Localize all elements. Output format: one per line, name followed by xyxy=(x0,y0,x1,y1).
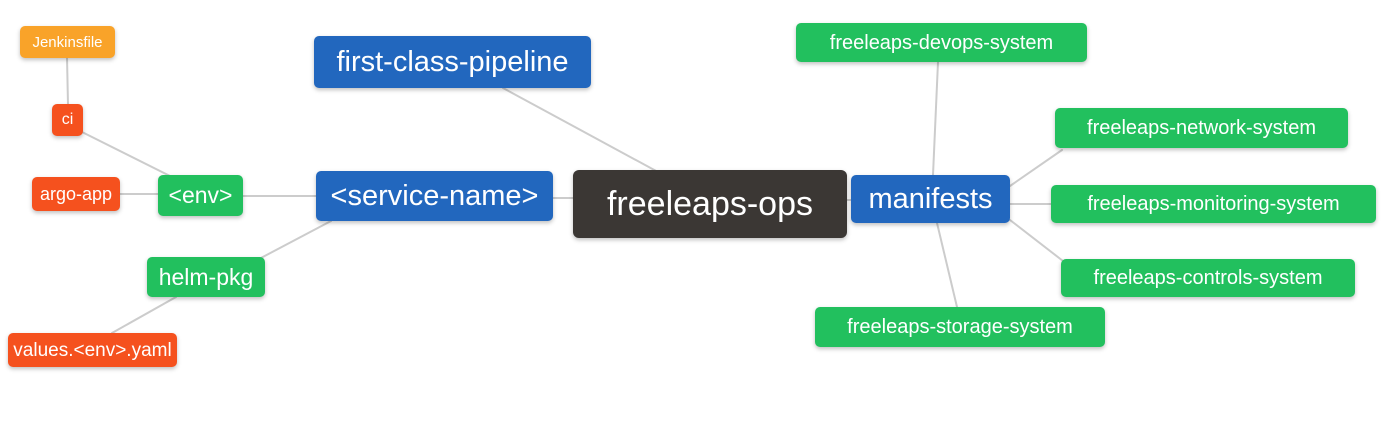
node-ci[interactable]: ci xyxy=(52,104,83,136)
node-freeleaps-monitoring-system[interactable]: freeleaps-monitoring-system xyxy=(1051,185,1376,223)
node-freeleaps-monitoring-system-label: freeleaps-monitoring-system xyxy=(1087,193,1340,215)
node-ci-label: ci xyxy=(61,111,74,128)
node-freeleaps-network-system[interactable]: freeleaps-network-system xyxy=(1055,108,1348,148)
edge-manifests-devops xyxy=(932,61,939,176)
edge-service-name-helm-pkg xyxy=(258,220,332,260)
node-freeleaps-storage-system-label: freeleaps-storage-system xyxy=(847,316,1073,338)
node-helm-pkg[interactable]: helm-pkg xyxy=(147,257,265,297)
edge-jenkinsfile-ci xyxy=(66,56,69,106)
node-jenkinsfile[interactable]: Jenkinsfile xyxy=(20,26,115,58)
node-env-label: <env> xyxy=(168,182,233,208)
edge-manifests-storage xyxy=(936,222,958,308)
node-freeleaps-devops-system[interactable]: freeleaps-devops-system xyxy=(796,23,1087,62)
node-first-class-pipeline-label: first-class-pipeline xyxy=(336,45,569,78)
node-service-name-label: <service-name> xyxy=(330,179,539,212)
node-manifests-label: manifests xyxy=(868,182,993,215)
node-first-class-pipeline[interactable]: first-class-pipeline xyxy=(314,36,591,88)
node-service-name[interactable]: <service-name> xyxy=(316,171,553,221)
node-freeleaps-controls-system[interactable]: freeleaps-controls-system xyxy=(1061,259,1355,297)
node-values-env-yaml[interactable]: values.<env>.yaml xyxy=(8,333,177,367)
node-freeleaps-devops-system-label: freeleaps-devops-system xyxy=(829,31,1054,54)
node-env[interactable]: <env> xyxy=(158,175,243,216)
node-argo-app-label: argo-app xyxy=(39,184,113,204)
node-freeleaps-ops[interactable]: freeleaps-ops xyxy=(573,170,847,238)
node-freeleaps-storage-system[interactable]: freeleaps-storage-system xyxy=(815,307,1105,347)
edge-manifests-controls xyxy=(1009,219,1064,262)
node-freeleaps-network-system-label: freeleaps-network-system xyxy=(1087,117,1316,139)
edge-pipeline-freeleaps-ops xyxy=(502,87,659,173)
node-values-env-yaml-label: values.<env>.yaml xyxy=(13,339,172,361)
node-argo-app[interactable]: argo-app xyxy=(32,177,120,211)
node-manifests[interactable]: manifests xyxy=(851,175,1010,223)
node-jenkinsfile-label: Jenkinsfile xyxy=(32,33,103,51)
node-helm-pkg-label: helm-pkg xyxy=(158,263,254,290)
node-freeleaps-controls-system-label: freeleaps-controls-system xyxy=(1093,267,1323,289)
edge-manifests-network xyxy=(1009,149,1063,187)
edge-helm-pkg-values xyxy=(111,296,177,334)
node-freeleaps-ops-label: freeleaps-ops xyxy=(606,185,813,223)
edge-ci-env xyxy=(81,131,173,178)
